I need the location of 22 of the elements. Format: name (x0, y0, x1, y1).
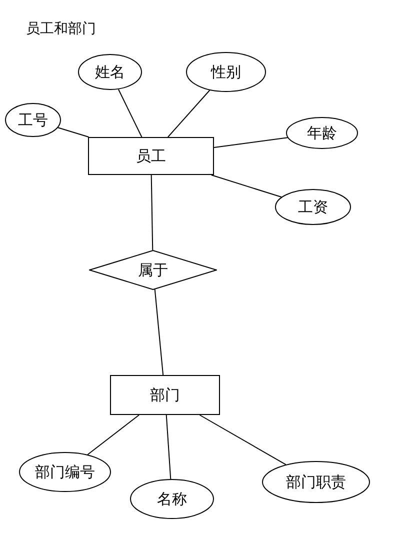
attribute-ellipse: 部门职责 (262, 461, 370, 503)
attribute-ellipse: 工号 (5, 103, 61, 137)
connector-line (118, 88, 142, 138)
connector-line (167, 90, 210, 138)
connector-line (154, 288, 164, 376)
attribute-ellipse: 名称 (130, 479, 214, 519)
attribute-ellipse: 年龄 (286, 117, 358, 149)
connector-line (58, 127, 90, 138)
diagram-title: 员工和部门 (26, 20, 96, 38)
connector-line (150, 174, 154, 251)
connector-line (214, 137, 288, 148)
attribute-ellipse: 性别 (186, 52, 266, 92)
relationship-diamond: 属于 (89, 250, 217, 290)
attribute-ellipse: 部门编号 (19, 452, 111, 492)
entity-box: 部门 (110, 375, 220, 415)
connector-line (87, 414, 140, 456)
attribute-ellipse: 工资 (275, 189, 351, 225)
attribute-ellipse: 姓名 (78, 54, 142, 90)
connector-line (166, 414, 172, 480)
entity-box: 员工 (88, 137, 214, 175)
connector-line (199, 414, 286, 466)
connector-line (210, 174, 282, 198)
